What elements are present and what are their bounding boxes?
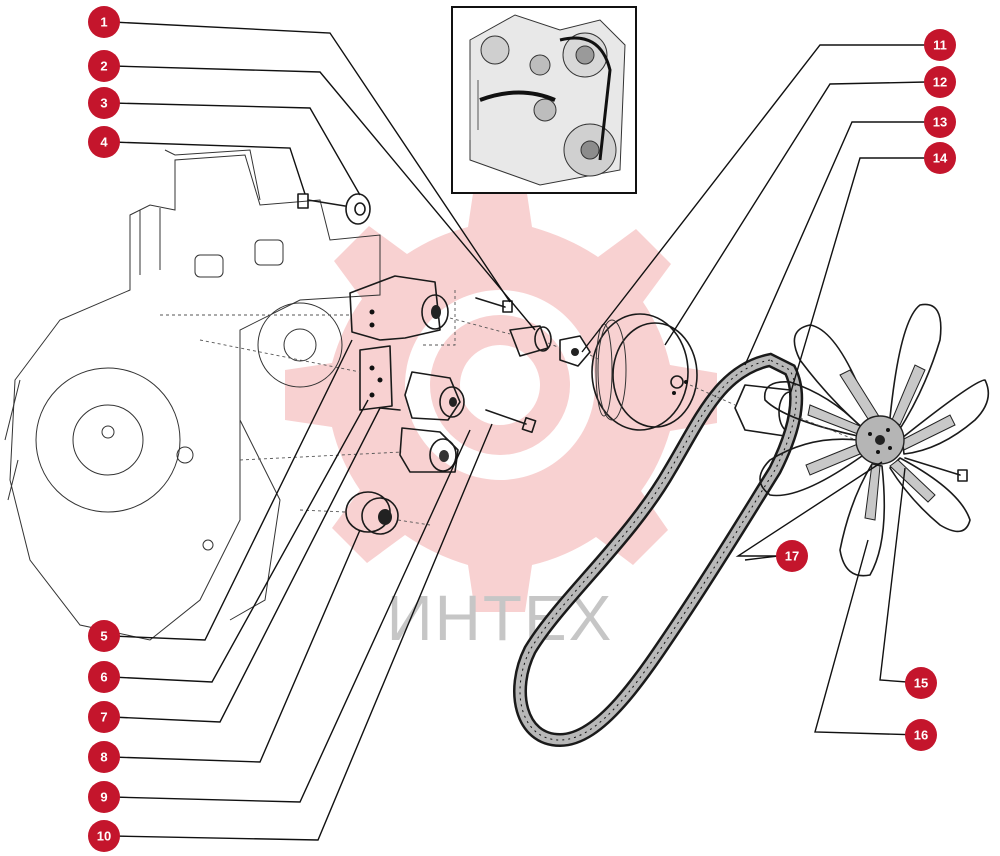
inset-assembly-view — [451, 6, 637, 194]
svg-text:7: 7 — [100, 710, 107, 725]
svg-text:5: 5 — [100, 629, 107, 644]
callout-9: 9 — [88, 781, 120, 813]
svg-text:10: 10 — [97, 829, 111, 844]
callout-17: 17 — [776, 540, 808, 572]
part-bolt-10 — [485, 409, 537, 434]
part-v-belt-13 — [513, 352, 804, 748]
assembly-axes — [160, 290, 857, 526]
svg-text:15: 15 — [914, 676, 928, 691]
callout-5: 5 — [88, 620, 120, 652]
callout-2: 2 — [88, 50, 120, 82]
svg-text:13: 13 — [933, 115, 947, 130]
part-plate-6 — [359, 345, 393, 411]
svg-text:2: 2 — [100, 59, 107, 74]
callout-10: 10 — [88, 820, 120, 852]
engine-block — [4, 149, 381, 641]
svg-text:9: 9 — [100, 790, 107, 805]
callout-13: 13 — [924, 106, 956, 138]
svg-text:14: 14 — [933, 151, 948, 166]
svg-text:6: 6 — [100, 670, 107, 685]
callouts: 1 2 3 4 5 6 7 8 9 10 11 12 13 14 15 16 1… — [88, 6, 956, 852]
part-bracket-5 — [349, 275, 449, 341]
callout-14: 14 — [924, 142, 956, 174]
svg-text:11: 11 — [933, 38, 947, 53]
part-hub-11 — [559, 335, 591, 367]
part-pump-pulley-12 — [591, 313, 698, 431]
part-bolt-4 — [297, 193, 346, 209]
svg-text:4: 4 — [100, 135, 108, 150]
callout-3: 3 — [88, 87, 120, 119]
part-spacer-2 — [509, 325, 552, 357]
part-screw-1 — [475, 297, 513, 313]
leader-lines — [111, 21, 927, 841]
part-fan-17 — [759, 303, 990, 577]
svg-text:16: 16 — [914, 728, 928, 743]
part-pulley-8 — [399, 427, 459, 473]
svg-text:1: 1 — [100, 15, 107, 30]
watermark: ИНТЕХ — [285, 180, 717, 654]
callout-1: 1 — [88, 6, 120, 38]
part-washer-3 — [345, 193, 371, 225]
callout-12: 12 — [924, 66, 956, 98]
svg-text:12: 12 — [933, 75, 947, 90]
callout-7: 7 — [88, 701, 120, 733]
callout-16: 16 — [905, 719, 937, 751]
callout-15: 15 — [905, 667, 937, 699]
svg-text:3: 3 — [100, 96, 107, 111]
callout-6: 6 — [88, 661, 120, 693]
watermark-gear — [285, 180, 717, 612]
part-tensioner-7 — [379, 371, 465, 421]
callout-4: 4 — [88, 126, 120, 158]
svg-text:17: 17 — [785, 549, 799, 564]
part-fan-bolt-15 — [904, 457, 968, 482]
part-grooved-pulley-9 — [345, 491, 399, 535]
callout-8: 8 — [88, 741, 120, 773]
callout-11: 11 — [924, 29, 956, 61]
svg-text:8: 8 — [100, 750, 107, 765]
